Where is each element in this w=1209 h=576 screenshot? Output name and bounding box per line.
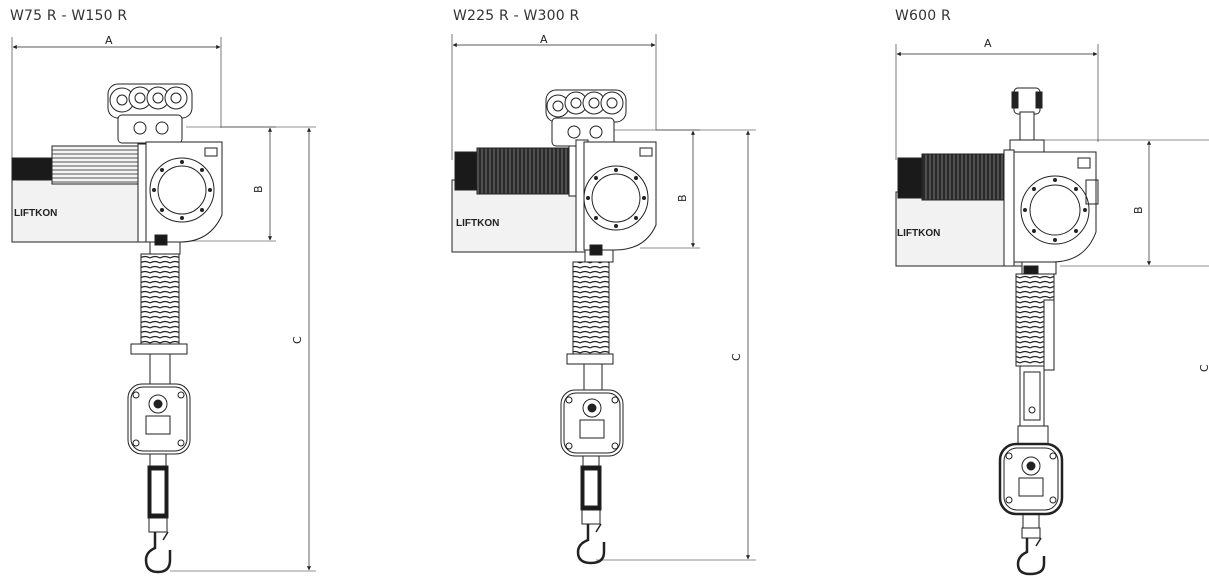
dim-a-label-2: A	[540, 33, 548, 46]
dim-b-label-3: B	[1132, 206, 1145, 214]
hoist-drawing-1	[11, 37, 316, 574]
dim-c-label-3: C	[1198, 364, 1209, 372]
dim-b-label-1: B	[252, 185, 265, 193]
dim-c-label-2: C	[730, 353, 743, 361]
dim-a-label-1: A	[105, 34, 113, 47]
dim-c-label-1: C	[291, 336, 304, 344]
model-title-1: W75 R - W150 R	[10, 8, 128, 24]
hoist-drawing-2	[451, 34, 756, 565]
model-title-3: W600 R	[895, 8, 951, 24]
dim-b-label-2: B	[676, 194, 689, 202]
hoist-drawing-3	[895, 44, 1209, 576]
brand-label-1: LIFTKON	[14, 208, 57, 219]
brand-label-2: LIFTKON	[456, 218, 499, 229]
model-title-2: W225 R - W300 R	[453, 8, 580, 24]
brand-label-3: LIFTKON	[897, 228, 940, 239]
dim-a-label-3: A	[984, 37, 992, 50]
